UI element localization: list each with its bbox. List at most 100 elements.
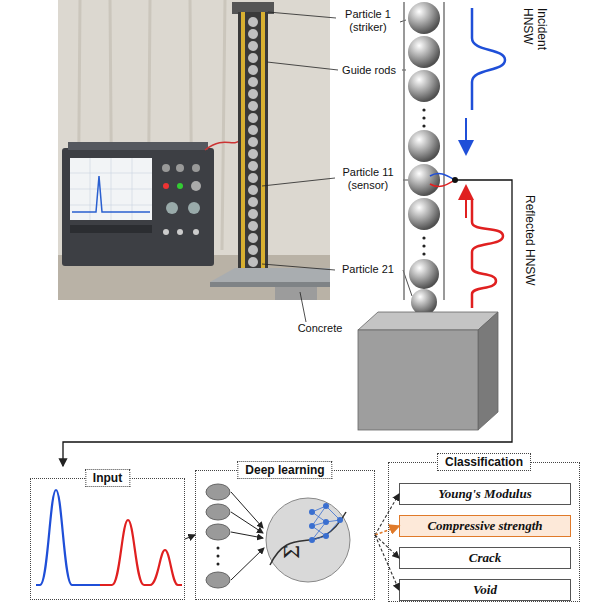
class-label: Crack	[469, 550, 502, 566]
illustration-part	[472, 8, 505, 110]
wave-label: Incident HNSW	[520, 8, 548, 84]
illustration-part	[443, 2, 445, 300]
illustration-part	[300, 292, 306, 322]
illustration-part	[62, 148, 214, 266]
illustration-part	[70, 158, 152, 220]
illustration-part	[323, 503, 329, 509]
illustration-part	[266, 498, 350, 582]
illustration-part	[248, 65, 258, 75]
wave-label: Reflected HNSW	[522, 195, 536, 315]
illustration-part	[422, 244, 425, 247]
illustration-part	[248, 101, 258, 111]
illustration-part	[177, 183, 183, 189]
sensor-wire	[63, 173, 512, 466]
illustration-part	[217, 555, 220, 558]
illustration-part	[400, 20, 406, 22]
illustration-part	[465, 118, 467, 148]
illustration-part	[177, 229, 183, 235]
class-box: Void	[399, 579, 571, 601]
illustration-part	[63, 180, 512, 466]
illustration-part	[248, 149, 258, 159]
illustration-part	[358, 312, 498, 330]
illustration-part	[323, 519, 329, 525]
illustration-part	[100, 520, 182, 585]
illustration-part	[337, 517, 343, 523]
illustration-part	[248, 173, 258, 183]
illustration-part	[248, 209, 258, 219]
illustration-part	[241, 12, 245, 274]
illustration-part	[205, 140, 240, 150]
illustration-part	[422, 116, 425, 119]
illustration-part	[465, 192, 467, 218]
illustration-part	[422, 236, 425, 239]
illustration-part	[217, 547, 220, 550]
wave-signals	[466, 8, 505, 308]
class-label: Void	[473, 582, 497, 598]
connector-arrow	[185, 535, 195, 539]
illustration-part	[267, 62, 338, 70]
illustration-part	[409, 259, 439, 289]
illustration-part	[206, 524, 230, 540]
illustration-part	[248, 161, 258, 171]
illustration-part	[206, 504, 230, 520]
deep-learning-panel: Deep learning	[195, 470, 375, 600]
leader-lines	[262, 12, 412, 322]
illustration-part	[191, 181, 201, 191]
illustration-part	[275, 287, 317, 300]
illustration-part	[268, 12, 336, 18]
illustration-part	[248, 113, 258, 123]
panel-heading: Deep learning	[237, 461, 332, 479]
classification-panel: ClassificationYoung's ModulusCompressive…	[388, 462, 580, 602]
illustration-part	[193, 229, 199, 235]
input-signal	[36, 490, 182, 585]
illustration-part	[210, 268, 330, 282]
illustration-part	[166, 202, 178, 214]
illustration-part	[262, 264, 335, 270]
illustration-part	[323, 533, 329, 539]
illustration-part	[162, 164, 170, 172]
sum-symbol: Σ	[280, 540, 304, 564]
illustration-part	[472, 200, 503, 308]
illustration-part	[248, 137, 258, 147]
illustration-part	[70, 158, 152, 220]
class-label: Young's Modulus	[438, 486, 532, 502]
illustration-part	[309, 537, 315, 543]
illustration-part	[408, 36, 440, 68]
illustration-part	[430, 180, 455, 187]
illustration-part	[206, 484, 230, 500]
illustration-part	[58, 0, 330, 300]
illustration-part	[238, 12, 268, 274]
illustration-part	[408, 164, 440, 196]
illustration-part	[422, 252, 425, 255]
illustration-part	[422, 124, 425, 127]
illustration-part	[248, 17, 258, 27]
class-box: Young's Modulus	[399, 483, 571, 505]
illustration-part	[163, 183, 169, 189]
illustration-part	[358, 330, 478, 430]
panel-heading: Classification	[437, 453, 531, 471]
illustration-part	[248, 185, 258, 195]
illustration-part	[248, 125, 258, 135]
part-label: Guide rods	[336, 64, 402, 77]
illustration-part	[231, 548, 264, 580]
illustration-part	[206, 572, 230, 588]
illustration-part	[309, 523, 315, 529]
concrete-cube	[358, 312, 498, 430]
illustration-part	[72, 176, 150, 212]
illustration-part	[163, 229, 169, 235]
illustration-part	[248, 89, 258, 99]
illustration-part	[270, 512, 346, 565]
illustration-part	[422, 108, 425, 111]
illustration-part	[411, 289, 437, 315]
illustration-part	[408, 198, 440, 230]
illustration-part	[248, 245, 258, 255]
part-label: Particle 1 (striker)	[334, 8, 402, 33]
connector-arrow	[375, 535, 399, 590]
illustration-part	[231, 512, 263, 533]
input-panel: Input	[30, 478, 185, 600]
illustration-part	[210, 282, 330, 287]
illustration-part	[188, 202, 200, 214]
illustration-part	[192, 164, 200, 172]
illustration-part	[478, 312, 498, 430]
